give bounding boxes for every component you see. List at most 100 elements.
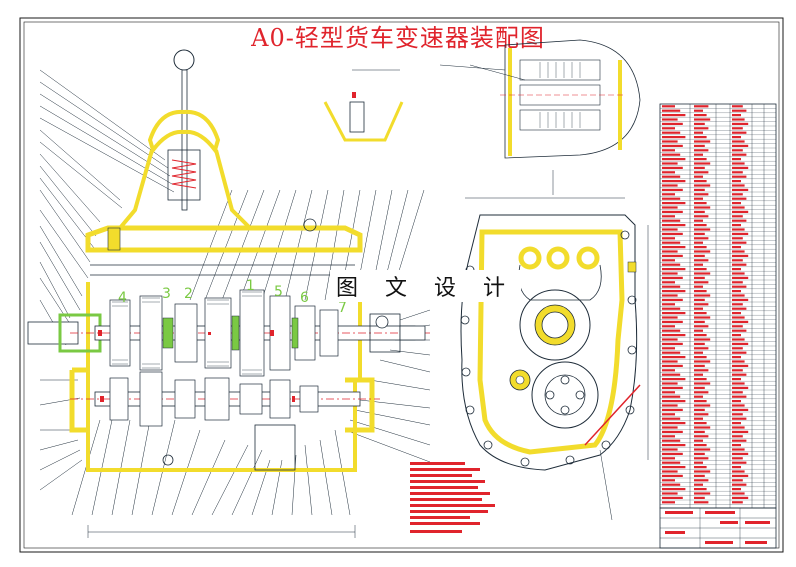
parts-list-cell-text bbox=[694, 175, 703, 178]
parts-list-cell-text bbox=[662, 461, 681, 464]
parts-list-cell-text bbox=[662, 241, 681, 244]
parts-list-cell-text bbox=[694, 320, 705, 323]
parts-list-cell-text bbox=[694, 444, 707, 447]
parts-list-cell-text bbox=[732, 122, 749, 125]
parts-list-cell-text bbox=[662, 356, 686, 359]
red-markers bbox=[98, 330, 295, 402]
parts-list-cell-text bbox=[662, 171, 675, 174]
parts-list-cell-text bbox=[732, 316, 745, 319]
parts-list-cell-text bbox=[732, 241, 747, 244]
parts-list-cell-text bbox=[732, 259, 743, 262]
parts-list-cell-text bbox=[732, 378, 741, 381]
parts-list-cell-text bbox=[694, 413, 709, 416]
parts-list-cell-text bbox=[662, 400, 686, 403]
parts-list-cell-text bbox=[732, 254, 749, 257]
parts-list-cell-text bbox=[694, 373, 703, 376]
parts-list-cell-text bbox=[732, 171, 743, 174]
parts-list-cell-text bbox=[694, 206, 711, 209]
parts-list-cell-text bbox=[662, 316, 678, 319]
parts-list-cell-text bbox=[662, 215, 675, 218]
parts-list-cell-text bbox=[732, 488, 741, 491]
parts-list-cell-text bbox=[694, 334, 707, 337]
parts-list-cell-text bbox=[662, 166, 683, 169]
parts-list-cell-text bbox=[662, 206, 678, 209]
parts-list-cell-text bbox=[732, 470, 745, 473]
parts-list-cell-text bbox=[732, 285, 747, 288]
parts-list-cell-text bbox=[694, 166, 705, 169]
parts-list-cell-text bbox=[662, 210, 683, 213]
output-shaft-end bbox=[399, 325, 426, 341]
parts-list-cell-text bbox=[694, 171, 709, 174]
gear-label-5: 5 bbox=[274, 284, 283, 300]
parts-list-cell-text bbox=[694, 180, 707, 183]
parts-list-cell-text bbox=[694, 422, 707, 425]
parts-list-cell-text bbox=[732, 144, 749, 147]
parts-list-cell-text bbox=[694, 237, 709, 240]
parts-list-cell-text bbox=[732, 422, 741, 425]
lever-cap-housing bbox=[147, 109, 221, 155]
parts-list-cell-text bbox=[732, 153, 747, 156]
parts-list-cell-text bbox=[694, 312, 707, 315]
parts-list-cell-text bbox=[732, 158, 741, 161]
parts-list-cell-text bbox=[732, 166, 749, 169]
parts-list-cell-text bbox=[732, 272, 745, 275]
parts-list-cell-text bbox=[694, 149, 709, 152]
parts-list-cell-text bbox=[694, 228, 711, 231]
parts-list-cell-text bbox=[694, 492, 711, 495]
parts-list-cell-text bbox=[732, 435, 743, 438]
parts-list-cell-text bbox=[732, 219, 747, 222]
parts-list-cell-text bbox=[694, 281, 709, 284]
parts-list-cell-text bbox=[732, 426, 745, 429]
parts-list-cell-text bbox=[662, 444, 686, 447]
parts-list-cell-text bbox=[694, 307, 703, 310]
parts-list-cell-text bbox=[694, 197, 703, 200]
parts-list-cell-text bbox=[694, 144, 705, 147]
parts-list-cell-text bbox=[662, 263, 681, 266]
parts-list-cell-text bbox=[662, 118, 678, 121]
parts-list-cell-text bbox=[694, 259, 709, 262]
parts-list-cell-text bbox=[694, 417, 703, 420]
parts-list-cell-text bbox=[732, 202, 741, 205]
parts-list-cell-text bbox=[732, 232, 749, 235]
parts-list-cell-text bbox=[662, 378, 686, 381]
parts-list-cell-text bbox=[732, 210, 749, 213]
parts-list-cell-text bbox=[694, 466, 707, 469]
parts-list-cell-text bbox=[694, 109, 703, 112]
parts-list-cell-text bbox=[694, 272, 711, 275]
parts-list-cell-text bbox=[694, 114, 707, 117]
shift-lever-rod bbox=[181, 69, 188, 211]
parts-list-cell-text bbox=[732, 131, 747, 134]
parts-list-cell-text bbox=[732, 224, 741, 227]
parts-list-cell-text bbox=[694, 360, 711, 363]
parts-list-cell-text bbox=[694, 316, 711, 319]
parts-list-cell-text bbox=[662, 175, 681, 178]
parts-list-cell-text bbox=[732, 474, 749, 477]
parts-list-cell-text bbox=[662, 435, 675, 438]
parts-list-cell-text bbox=[732, 149, 743, 152]
parts-list-cell-text bbox=[694, 356, 707, 359]
parts-list-cell-text bbox=[694, 386, 705, 389]
parts-list-cell-text bbox=[662, 246, 686, 249]
leader-lines-top bbox=[189, 189, 425, 301]
parts-list-cell-text bbox=[662, 298, 683, 301]
parts-list-cell-text bbox=[662, 479, 675, 482]
lever-spring bbox=[171, 159, 197, 189]
parts-list-cell-text bbox=[662, 448, 678, 451]
parts-list-cell-text bbox=[662, 127, 675, 130]
parts-list-cell-text bbox=[662, 202, 686, 205]
gear-label-6: 6 bbox=[300, 290, 309, 306]
parts-list-cell-text bbox=[694, 479, 709, 482]
parts-list-cell-text bbox=[662, 329, 681, 332]
parts-list-cell-text bbox=[694, 395, 703, 398]
parts-list-cell-text bbox=[732, 290, 741, 293]
parts-list-cell-text bbox=[662, 290, 686, 293]
parts-list-cell-text bbox=[694, 263, 703, 266]
parts-list-cell-text bbox=[662, 470, 678, 473]
sheet-inner-border bbox=[23, 21, 780, 549]
parts-list-cell-text bbox=[662, 237, 675, 240]
parts-list-cell-text bbox=[694, 158, 707, 161]
sheet-border bbox=[19, 17, 784, 553]
main-section-view: 4 3 2 1 5 6 7 bbox=[27, 49, 431, 538]
side-view bbox=[460, 170, 649, 521]
parts-list-cell-text bbox=[662, 276, 683, 279]
